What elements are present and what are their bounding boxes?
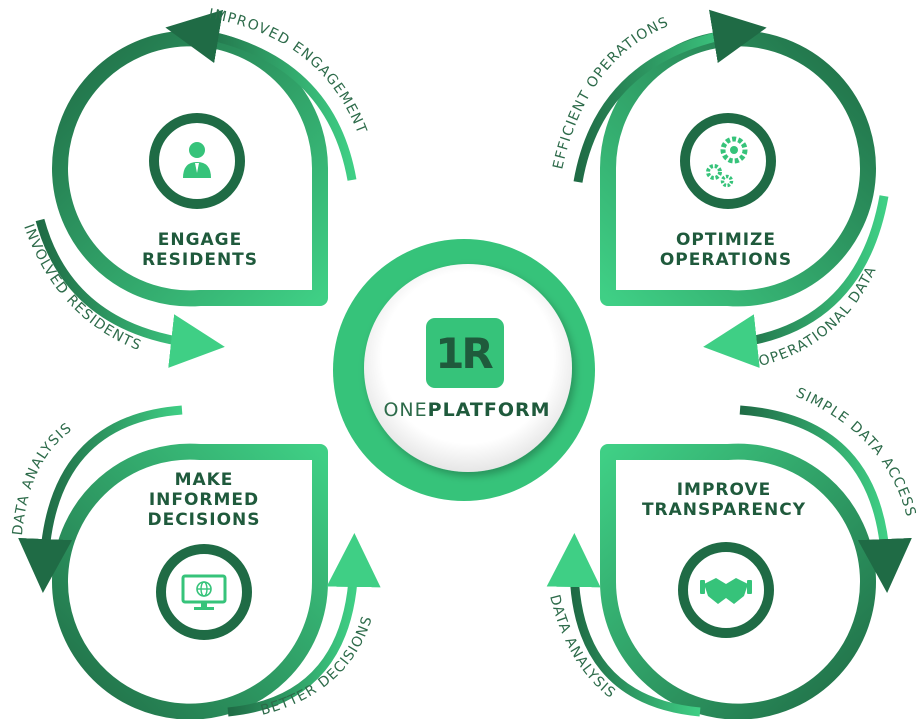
quadrant-engage-residents: ENGAGE RESIDENTS	[52, 30, 328, 307]
optimize-icon-ring	[680, 113, 776, 209]
decisions-title-line2: INFORMED	[149, 490, 259, 510]
handshake-icon	[700, 578, 752, 604]
decisions-title-line1: MAKE	[175, 470, 234, 490]
gears-icon	[706, 136, 748, 188]
decisions-icon-ring	[156, 544, 252, 640]
arrow-simple-data-access: SIMPLE DATA ACCESS	[739, 385, 919, 593]
engage-icon-ring	[149, 113, 245, 209]
optimize-title-line1: OPTIMIZE	[676, 230, 776, 250]
monitor-globe-icon	[181, 574, 227, 610]
optimize-title-line2: OPERATIONS	[660, 250, 792, 270]
quadrant-improve-transparency: IMPROVE TRANSPARENCY	[600, 443, 876, 719]
brand-platform: PLATFORM	[428, 399, 551, 421]
label-simple-data-access: SIMPLE DATA ACCESS	[794, 385, 919, 519]
decisions-title-line3: DECISIONS	[147, 510, 260, 530]
center-hub: 1R ONEPLATFORM	[333, 239, 595, 501]
oneplatform-logo	[426, 318, 504, 388]
resident-person-icon	[183, 142, 211, 178]
brand-one: ONE	[383, 399, 427, 421]
engage-title-line2: RESIDENTS	[142, 250, 258, 270]
engage-title-line1: ENGAGE	[158, 230, 243, 250]
logo-mark-text: 1R	[435, 329, 493, 378]
quadrant-informed-decisions: MAKE INFORMED DECISIONS	[52, 443, 328, 719]
transparency-title-line1: IMPROVE	[677, 480, 772, 500]
transparency-title-line2: TRANSPARENCY	[642, 500, 806, 520]
quadrant-optimize-operations: OPTIMIZE OPERATIONS	[600, 30, 876, 307]
brand-name: ONEPLATFORM	[383, 399, 550, 421]
